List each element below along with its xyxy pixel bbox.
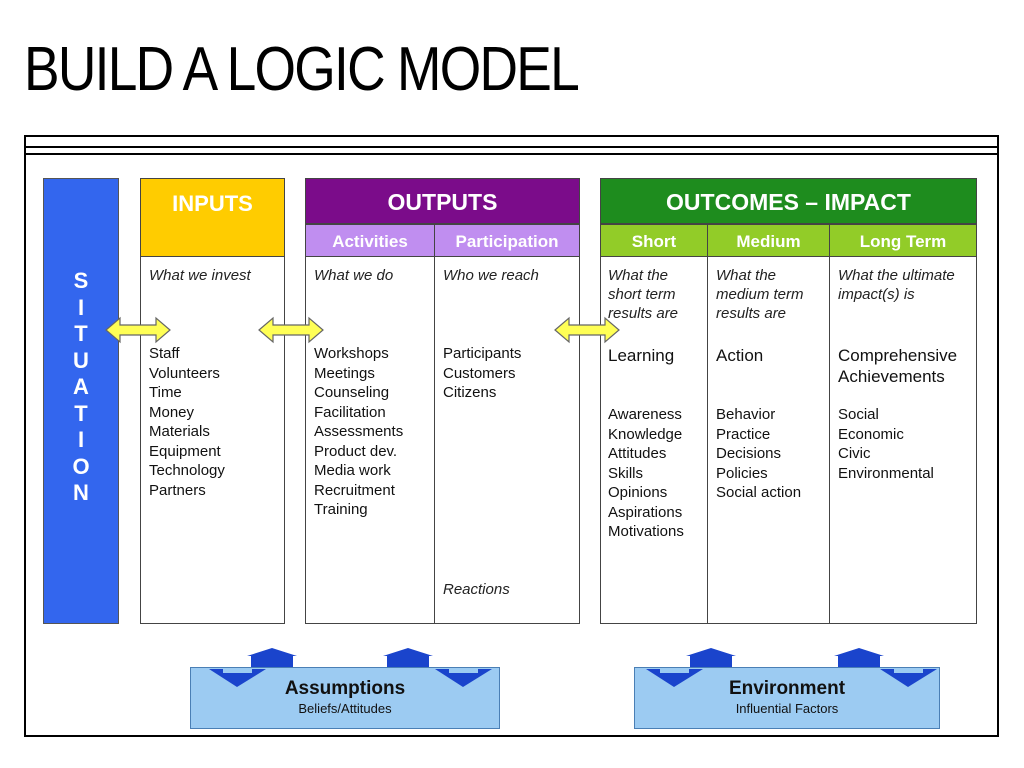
medium-main: Action [716,346,764,365]
list-item: Aspirations [608,503,683,521]
inputs-list: Staff Volunteers Time Money Materials Eq… [149,344,283,500]
list-item: Meetings [314,364,375,382]
situation-letter: T [74,400,88,426]
environment-title: Environment [728,678,846,699]
frame-divider [24,153,999,155]
page-title: BUILD A LOGIC MODEL [24,35,580,104]
situation-letter: N [73,480,89,505]
long-term-header: Long Term [829,224,977,257]
list-item: Behavior [716,406,776,423]
situation-letter: A [73,374,89,399]
short-header: Short [600,224,708,257]
environment-subtitle: Influential Factors [735,701,839,716]
list-item: Money [149,403,195,421]
outputs-header: OUTPUTS [305,178,580,224]
list-item: Policies [716,464,768,482]
list-item: Workshops [314,345,389,362]
long-term-description: What the ultimate impact(s) is [838,267,955,303]
assumptions-title: Assumptions [284,678,406,699]
situation-letter: I [77,427,85,452]
situation-letter: I [77,294,85,320]
list-item: Equipment [149,442,221,460]
participation-header: Participation [434,224,580,257]
short-list: Awareness Knowledge Attitudes Skills Opi… [608,405,704,542]
arrow-up-icon [646,648,937,687]
list-item: Attitudes [608,445,667,462]
double-arrow-icon [105,316,171,344]
medium-header: Medium [707,224,830,257]
column-divider [707,224,708,624]
list-item: Technology [149,462,225,479]
inputs-header: INPUTS [140,178,285,257]
column-divider [829,224,830,624]
list-item: Decisions [716,445,782,462]
double-arrow-icon [258,316,324,344]
list-item: Knowledge [608,425,683,443]
situation-letter: O [72,453,90,479]
activities-header: Activities [305,224,435,257]
long-term-list: Social Economic Civic Environmental [838,405,974,483]
situation-bar [43,178,119,624]
list-item: Motivations [608,523,684,540]
list-item: Media work [314,462,391,479]
short-main: Learning [608,346,675,365]
list-item: Awareness [608,406,682,423]
list-item: Recruitment [314,481,395,499]
list-item: Partners [149,481,206,499]
situation-letter: S [73,268,89,293]
list-item: Civic [838,445,871,462]
list-item: Counseling [314,384,390,401]
list-item: Participants [443,345,522,362]
frame-divider [24,146,999,148]
outcomes-header: OUTCOMES – IMPACT [600,178,977,224]
medium-description: What the medium term results are [716,267,804,322]
activities-list: Workshops Meetings Counseling Facilitati… [314,344,432,520]
list-item: Volunteers [149,364,220,382]
list-item: Materials [149,423,210,440]
list-item: Environmental [838,464,934,482]
list-item: Training [314,501,368,518]
list-item: Citizens [443,384,497,401]
long-term-main: Comprehensive Achievements [838,346,958,386]
assumptions-subtitle: Beliefs/Attitudes [298,701,392,716]
list-item: Product dev. [314,442,398,460]
column-divider [434,224,435,624]
list-item: Skills [608,464,644,482]
diagram-frame [24,135,999,737]
list-item: Economic [838,425,904,443]
arrow-up-icon [209,648,492,687]
list-item: Customers [443,364,516,382]
list-item: Social action [716,484,802,501]
participation-description: Who we reach [443,267,539,284]
situation-letter: U [73,347,89,373]
list-item: Staff [149,345,180,362]
participation-footer: Reactions [443,581,510,598]
situation-letter: T [74,321,88,346]
list-item: Time [149,384,182,401]
list-item: Facilitation [314,403,386,421]
situation-label: S I T U A T I O N [43,268,119,507]
short-description: What the short term results are [608,267,679,322]
list-item: Opinions [608,484,668,501]
list-item: Social [838,406,879,423]
inputs-description: What we invest [149,267,251,284]
list-item: Assessments [314,423,404,440]
activities-description: What we do [314,267,394,284]
participation-list: Participants Customers Citizens [443,344,577,403]
list-item: Practice [716,425,771,443]
double-arrow-icon [554,316,620,344]
medium-list: Behavior Practice Decisions Policies Soc… [716,405,826,503]
